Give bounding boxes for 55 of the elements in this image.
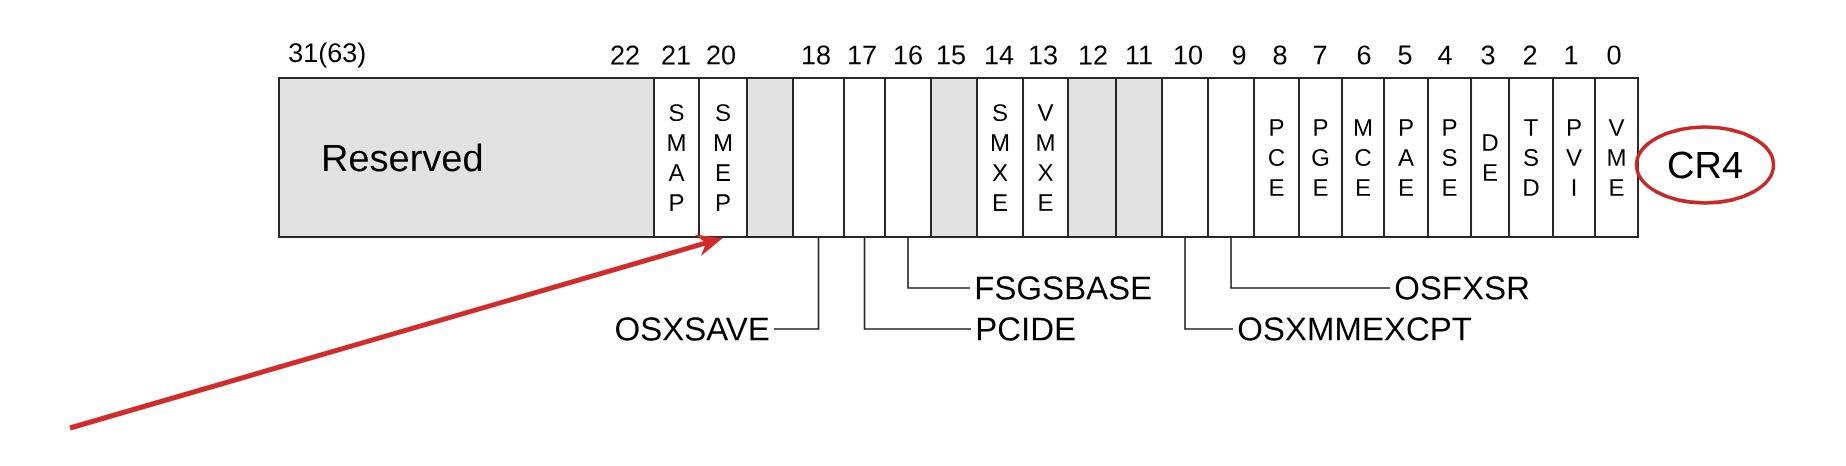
bit-number: 6 bbox=[1357, 45, 1371, 65]
bit-field-cell: DE bbox=[1470, 77, 1510, 238]
bit-number: 17 bbox=[849, 45, 876, 65]
bit-number: 14 bbox=[986, 45, 1014, 65]
flag-label: OSXMMEXCPT bbox=[1238, 317, 1472, 341]
bit-field-cell bbox=[746, 77, 794, 238]
bit-field-cell bbox=[884, 77, 932, 238]
bit-field-cell: TSD bbox=[1508, 77, 1554, 238]
bit-number: 3 bbox=[1481, 45, 1495, 65]
bit-field-cell bbox=[1207, 77, 1255, 238]
bit-field-cell bbox=[792, 77, 845, 238]
bit-number: 18 bbox=[803, 45, 830, 65]
bit-field-cell: Reserved bbox=[278, 77, 655, 238]
bit-number: 8 bbox=[1273, 45, 1287, 65]
leader-line bbox=[907, 237, 971, 289]
bit-field-cell bbox=[1161, 77, 1209, 238]
bit-field-cell bbox=[1067, 77, 1117, 238]
bit-field-cell: PAE bbox=[1383, 77, 1429, 238]
bit-number: 2 bbox=[1523, 45, 1537, 65]
bit-number: 7 bbox=[1313, 45, 1327, 65]
bit-field-cell bbox=[1115, 77, 1163, 238]
bit-field-cell bbox=[843, 77, 886, 238]
bit-field-cell: VME bbox=[1594, 77, 1639, 238]
bit-number: 15 bbox=[938, 45, 965, 65]
bit-field-cell: SMXE bbox=[976, 77, 1024, 238]
bit-number: 20 bbox=[707, 45, 735, 65]
bit-number: 1 bbox=[1565, 45, 1578, 65]
bit-field-cell: PSE bbox=[1427, 77, 1472, 238]
bit-number: 16 bbox=[895, 45, 922, 65]
bit-field-cell bbox=[930, 77, 978, 238]
bit-number: 4 bbox=[1438, 45, 1452, 65]
bit-number: 22 bbox=[611, 45, 639, 65]
bit-number: 0 bbox=[1607, 45, 1621, 65]
bit-field-cell: SMEP bbox=[698, 77, 748, 238]
flag-label: OSFXSR bbox=[1395, 276, 1529, 300]
bit-field-cell: PGE bbox=[1298, 77, 1343, 238]
flag-label: FSGSBASE bbox=[976, 276, 1151, 300]
flag-label: OSXSAVE bbox=[616, 317, 769, 341]
bit-field-cell: PVI bbox=[1552, 77, 1596, 238]
leader-line bbox=[863, 237, 972, 330]
bit-number: 5 bbox=[1398, 45, 1412, 65]
bit-number: 11 bbox=[1127, 45, 1152, 65]
flag-label: PCIDE bbox=[977, 317, 1075, 341]
leader-line bbox=[1230, 237, 1391, 289]
bit-number: 12 bbox=[1080, 45, 1107, 65]
bit-number: 9 bbox=[1232, 45, 1246, 65]
bit-field-cell: MCE bbox=[1341, 77, 1385, 238]
bit-field-cell: SMAP bbox=[653, 77, 700, 238]
bit-field-cell: VMXE bbox=[1022, 77, 1069, 238]
bit-number: 10 bbox=[1175, 45, 1202, 65]
bit-number: 13 bbox=[1030, 45, 1057, 65]
bit-number: 21 bbox=[662, 45, 690, 65]
leader-line bbox=[1184, 237, 1234, 330]
leader-line bbox=[773, 237, 820, 330]
bit-field-cell: PCE bbox=[1253, 77, 1300, 238]
